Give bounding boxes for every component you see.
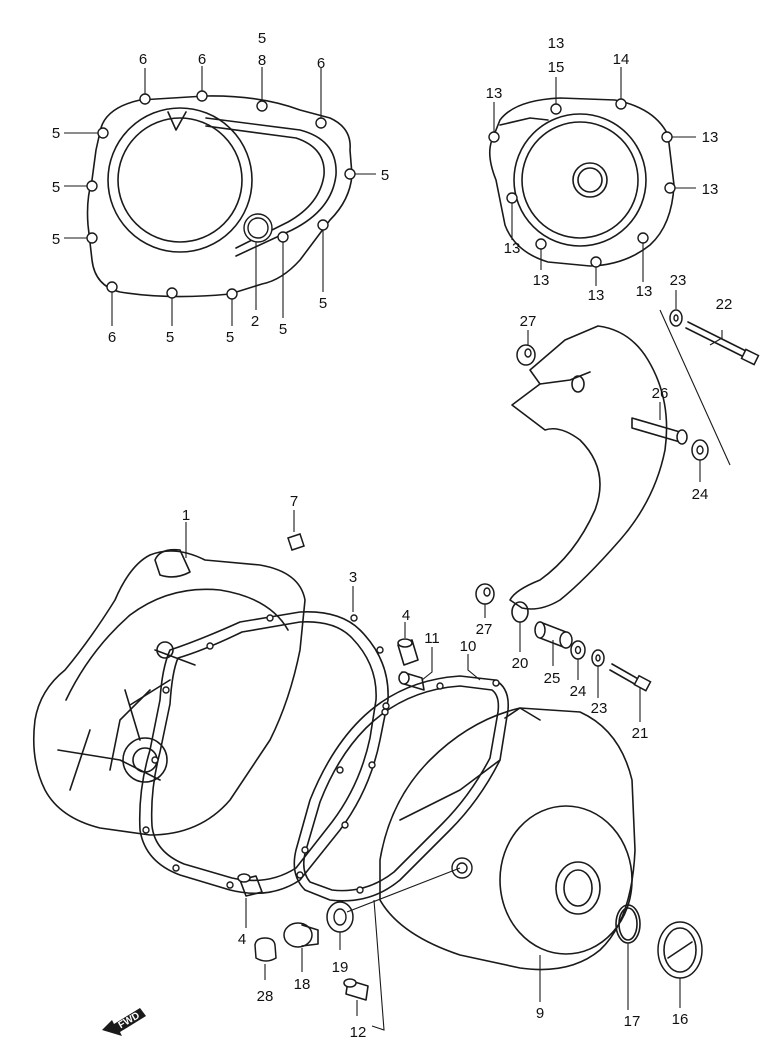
- collar-26: [631, 417, 688, 445]
- callout-20: 20: [512, 655, 529, 672]
- callout-13: 13: [486, 85, 503, 102]
- dowel-4-bottom: [237, 873, 263, 897]
- callout-5: 5: [52, 231, 60, 248]
- o-ring-17: [615, 904, 641, 944]
- callout-13: 13: [702, 129, 719, 146]
- callout-13: 13: [504, 240, 521, 257]
- washer-23-bottom: [591, 649, 605, 667]
- bolt-21: [609, 663, 652, 692]
- generator-cover-main: [379, 707, 636, 971]
- callout-24: 24: [570, 683, 587, 700]
- leader-lines: [64, 66, 731, 1031]
- callout-17: 17: [624, 1013, 641, 1030]
- callout-13: 13: [636, 283, 653, 300]
- grommet-27-top: [516, 344, 536, 366]
- callout-5: 5: [279, 321, 287, 338]
- callout-25: 25: [544, 670, 561, 687]
- dowel-4-top: [397, 638, 419, 666]
- callout-13: 13: [533, 272, 550, 289]
- callout-6: 6: [198, 51, 206, 68]
- callout-4: 4: [402, 607, 410, 624]
- washer-23-top: [669, 309, 683, 327]
- seal-11: [398, 671, 425, 691]
- callout-27: 27: [476, 621, 493, 638]
- callout-5: 5: [52, 125, 60, 142]
- callout-13: 13: [548, 35, 565, 52]
- gasket-10: [293, 675, 510, 902]
- plug-18: [283, 922, 319, 948]
- callout-11: 11: [424, 630, 440, 647]
- callout-27: 27: [520, 313, 537, 330]
- callout-13: 13: [702, 181, 719, 198]
- callout-26: 26: [652, 385, 669, 402]
- gasket-3: [138, 611, 390, 895]
- callout-16: 16: [672, 1011, 689, 1028]
- callout-23: 23: [670, 272, 687, 289]
- callout-22: 22: [716, 296, 733, 313]
- cap-28: [254, 937, 277, 962]
- cover-bracket: [509, 325, 668, 623]
- fwd-arrow-icon: FWD: [102, 1008, 146, 1036]
- callout-23: 23: [591, 700, 608, 717]
- clutch-cover-outer: [86, 90, 356, 300]
- callout-6: 6: [317, 55, 325, 72]
- callout-5: 5: [258, 30, 266, 47]
- callout-5: 5: [52, 179, 60, 196]
- grommet-27-bottom: [475, 583, 495, 605]
- callout-21: 21: [632, 725, 649, 742]
- callout-14: 14: [613, 51, 630, 68]
- callout-3: 3: [349, 569, 357, 586]
- callout-4: 4: [238, 931, 246, 948]
- callout-5: 5: [319, 295, 327, 312]
- callout-18: 18: [294, 976, 311, 993]
- callout-28: 28: [257, 988, 274, 1005]
- callout-1: 1: [182, 507, 190, 524]
- fwd-label: FWD: [117, 1010, 142, 1031]
- callout-7: 7: [290, 493, 298, 510]
- oil-seal-19: [326, 901, 354, 933]
- callout-15: 15: [548, 59, 565, 76]
- callout-5: 5: [166, 329, 174, 346]
- callout-6: 6: [108, 329, 116, 346]
- clutch-cover-inner: [32, 548, 306, 836]
- grommet-24-top: [691, 439, 709, 461]
- callout-8: 8: [258, 52, 266, 69]
- plug-16: [657, 921, 703, 979]
- grommet-24-bottom: [570, 640, 586, 660]
- callout-12: 12: [350, 1024, 367, 1041]
- callout-5: 5: [381, 167, 389, 184]
- callout-numbers: 6 6 5 8 6 5 5 5 5 5 5 6 5 5 2 13 13 15 1…: [52, 30, 733, 1041]
- callout-19: 19: [332, 959, 349, 976]
- callout-9: 9: [536, 1005, 544, 1022]
- callout-10: 10: [460, 638, 477, 655]
- callout-24: 24: [692, 486, 709, 503]
- bolt-22: [685, 321, 760, 366]
- bolt-7: [287, 533, 305, 551]
- callout-2: 2: [251, 313, 259, 330]
- callout-13: 13: [588, 287, 605, 304]
- callout-6: 6: [139, 51, 147, 68]
- collar-25: [534, 621, 573, 649]
- callout-5: 5: [226, 329, 234, 346]
- dowel-12: [343, 978, 369, 1001]
